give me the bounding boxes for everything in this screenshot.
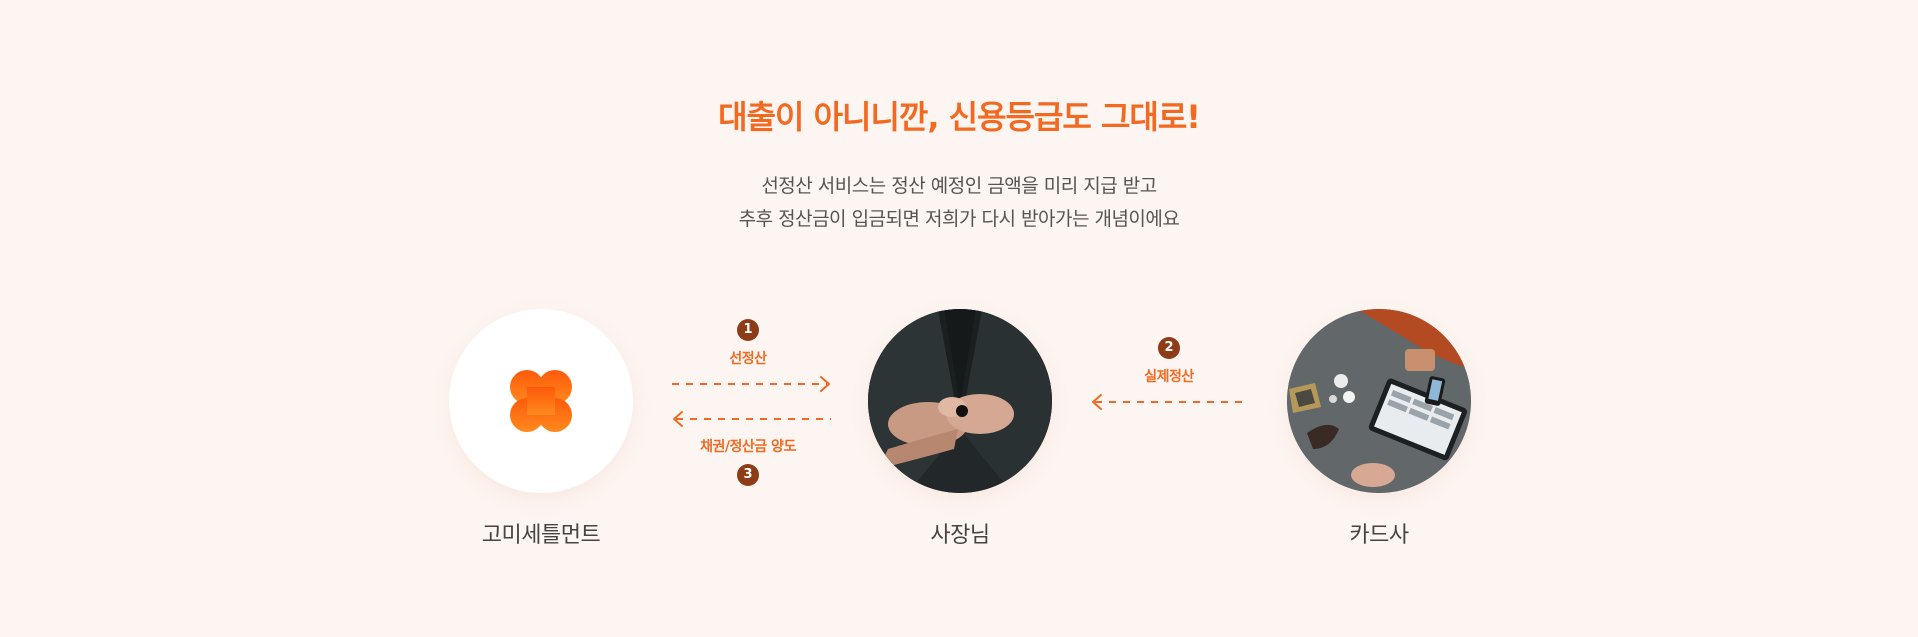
node-label-card-company: 카드사: [1349, 523, 1409, 548]
flow-label-advance-settlement: 선정산: [729, 351, 767, 367]
gomi-clover-logo-icon: [510, 370, 572, 432]
node-label-business-owner: 사장님: [930, 523, 990, 548]
description-line-2: 추후 정산금이 입금되면 저희가 다시 받아가는 개념이에요: [738, 208, 1180, 230]
arrow-left-icon: [1092, 394, 1246, 410]
flow-label-actual-settlement: 실제정산: [1144, 369, 1194, 385]
node-label-gomi-settlement: 고미세틀먼트: [481, 523, 601, 548]
step-badge-1: 1: [737, 319, 759, 341]
flow-label-claim-transfer: 채권/정산금 양도: [700, 439, 796, 455]
gomi-settlement-circle: [449, 309, 633, 493]
page-title: 대출이 아니니깐, 신용등급도 그대로!: [718, 98, 1201, 136]
description-line-1: 선정산 서비스는 정산 예정인 금액을 미리 지급 받고: [761, 175, 1157, 197]
business-owner-photo-icon: [868, 309, 1052, 493]
card-company-circle: [1287, 309, 1471, 493]
card-payment-photo-icon: [1287, 309, 1471, 493]
arrow-right-icon: [672, 376, 830, 392]
step-badge-3: 3: [737, 464, 759, 486]
step-badge-2: 2: [1158, 337, 1180, 359]
business-owner-circle: [868, 309, 1052, 493]
arrow-left-icon: [673, 411, 831, 427]
